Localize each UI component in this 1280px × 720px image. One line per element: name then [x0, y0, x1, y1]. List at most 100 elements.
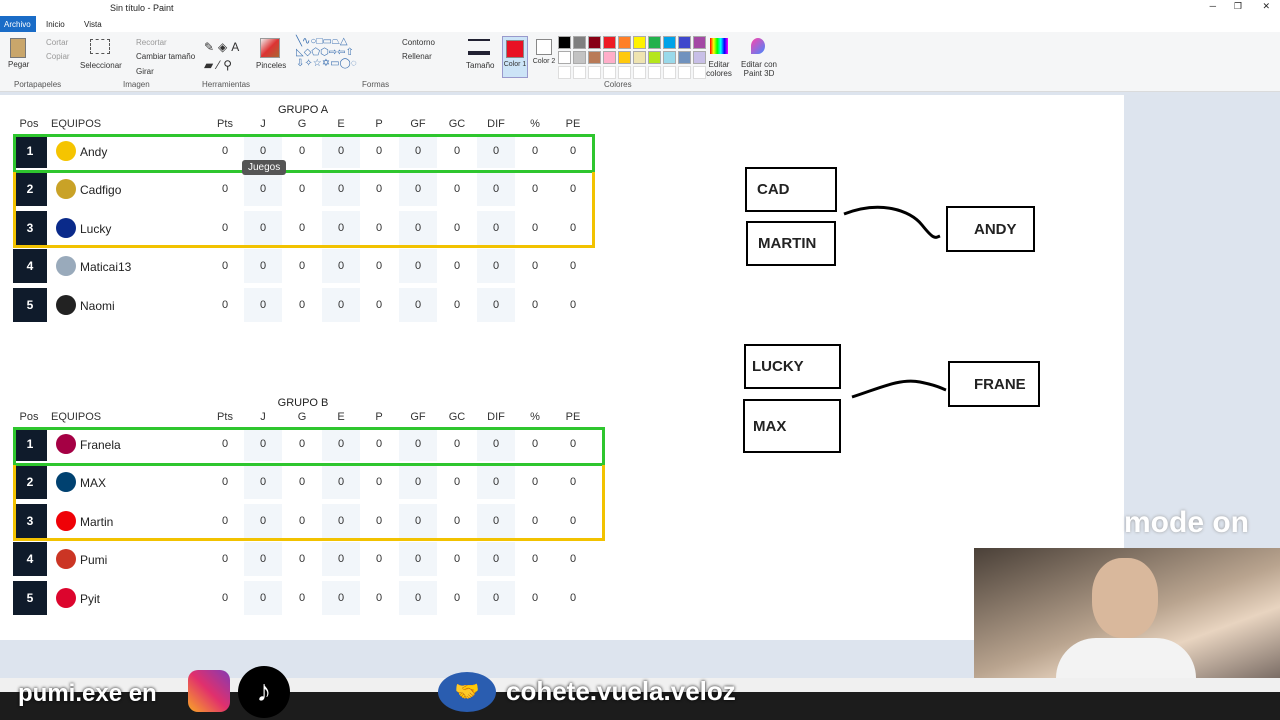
bracket-box-lucky: LUCKY — [744, 344, 841, 389]
team-name[interactable]: Pyit — [80, 591, 101, 606]
stat-cell: 0 — [492, 476, 500, 489]
palette-color[interactable] — [588, 36, 601, 49]
palette-color[interactable] — [588, 51, 601, 64]
paste-button[interactable]: Pegar — [8, 60, 30, 69]
shapes-gallery[interactable]: ╲∿○□▭⏢△◺◇⬠⬡⇨⇦⇧⇩✧☆✡▭◯◌ — [296, 36, 357, 69]
stat-cell: 0 — [453, 145, 461, 157]
palette-color[interactable] — [573, 51, 586, 64]
custom-color-slot[interactable] — [633, 66, 646, 79]
column-header: DIF — [487, 118, 505, 130]
bracket-box-cad: CAD — [745, 167, 837, 212]
column-header: % — [530, 118, 540, 130]
fill-button[interactable]: Rellenar — [402, 52, 432, 61]
stat-cell: 0 — [259, 591, 267, 604]
palette-color[interactable] — [618, 36, 631, 49]
tab-view[interactable]: Vista — [84, 20, 102, 29]
custom-color-slot[interactable] — [618, 66, 631, 79]
team-name[interactable]: Andy — [80, 145, 108, 159]
rotate-button[interactable]: Girar — [136, 67, 154, 76]
palette-color[interactable] — [603, 36, 616, 49]
team-name[interactable]: Franela — [80, 438, 121, 452]
column-shade — [244, 287, 282, 322]
custom-color-slot[interactable] — [648, 66, 661, 79]
column-shade — [399, 287, 437, 322]
column-header: GF — [410, 411, 426, 423]
paint-canvas[interactable] — [0, 95, 1124, 640]
stat-cell: 0 — [259, 476, 267, 489]
palette-color[interactable] — [693, 51, 706, 64]
stat-cell: 0 — [414, 183, 422, 196]
team-name[interactable]: Pumi — [80, 553, 108, 568]
custom-color-slot[interactable] — [678, 66, 691, 79]
team-name[interactable]: Martin — [80, 514, 114, 529]
palette-color[interactable] — [648, 36, 661, 49]
stat-cell: 0 — [453, 591, 461, 604]
palette-color[interactable] — [558, 36, 571, 49]
cut-button[interactable]: Cortar — [46, 38, 69, 47]
team-name[interactable]: MAX — [80, 476, 107, 491]
palette-color[interactable] — [633, 36, 646, 49]
close-button[interactable]: ✕ — [1262, 1, 1270, 11]
team-name[interactable]: Lucky — [80, 221, 112, 236]
stat-cell: 0 — [375, 514, 383, 527]
custom-color-slot[interactable] — [573, 66, 586, 79]
palette-color[interactable] — [678, 51, 691, 64]
column-shade — [244, 172, 282, 207]
palette-color[interactable] — [603, 51, 616, 64]
team-name[interactable]: Maticai13 — [80, 260, 132, 275]
custom-color-slot[interactable] — [588, 66, 601, 79]
palette-color[interactable] — [678, 36, 691, 49]
palette-color[interactable] — [663, 36, 676, 49]
palette-color[interactable] — [573, 36, 586, 49]
maximize-button[interactable]: ❐ — [1233, 1, 1242, 11]
tools-icons[interactable]: ✎◈A — [204, 40, 244, 54]
crop-button[interactable]: Recortar — [136, 38, 167, 47]
palette-color[interactable] — [693, 36, 706, 49]
team-name[interactable]: Cadfigo — [80, 183, 122, 198]
minimize-button[interactable]: ─ — [1209, 1, 1216, 11]
menu-bar: Archivo Inicio Vista — [0, 16, 1280, 32]
stat-cell: 0 — [414, 591, 422, 604]
column-shade — [477, 542, 515, 577]
stat-cell: 0 — [492, 298, 500, 311]
stat-cell: 0 — [375, 438, 383, 450]
file-menu[interactable]: Archivo — [0, 16, 36, 32]
column-shade — [244, 580, 282, 615]
palette-color[interactable] — [648, 51, 661, 64]
outline-button[interactable]: Contorno — [402, 38, 435, 47]
copy-button[interactable]: Copiar — [46, 52, 70, 61]
size-button[interactable]: Tamaño — [466, 61, 495, 70]
team-name[interactable]: Naomi — [80, 298, 115, 313]
column-shade — [244, 427, 282, 461]
resize-button[interactable]: Cambiar tamaño — [136, 52, 196, 61]
palette-color[interactable] — [663, 51, 676, 64]
eraser-picker-zoom-icons[interactable]: ▰⁄⚲ — [204, 58, 237, 72]
custom-color-slot[interactable] — [558, 66, 571, 79]
stat-cell: 0 — [414, 438, 422, 450]
tab-home[interactable]: Inicio — [46, 20, 65, 29]
paint3d-button[interactable]: Editar con Paint 3D — [740, 60, 778, 78]
stat-cell: 0 — [414, 145, 422, 157]
custom-color-slot[interactable] — [693, 66, 706, 79]
palette-color[interactable] — [618, 51, 631, 64]
select-button[interactable]: Seleccionar — [80, 61, 122, 70]
edit-colors-button[interactable]: Editar colores — [706, 60, 732, 78]
edit-colors-icon — [710, 38, 728, 54]
color-palette — [558, 36, 708, 80]
tiktok-icon: ♪ — [238, 666, 290, 718]
stat-cell: 0 — [298, 476, 306, 489]
stat-cell: 0 — [375, 476, 383, 489]
column-shade — [399, 503, 437, 538]
stat-cell: 0 — [492, 553, 500, 566]
column-header: G — [297, 411, 307, 423]
palette-color[interactable] — [633, 51, 646, 64]
color1-button[interactable]: Color 1 — [502, 36, 528, 78]
column-shade — [399, 542, 437, 577]
palette-color[interactable] — [558, 51, 571, 64]
column-header: % — [530, 411, 540, 423]
custom-color-slot[interactable] — [603, 66, 616, 79]
custom-color-slot[interactable] — [663, 66, 676, 79]
color2-button[interactable]: Color 2 — [532, 36, 556, 78]
stat-cell: 0 — [453, 260, 461, 273]
brushes-button[interactable]: Pinceles — [256, 61, 287, 70]
